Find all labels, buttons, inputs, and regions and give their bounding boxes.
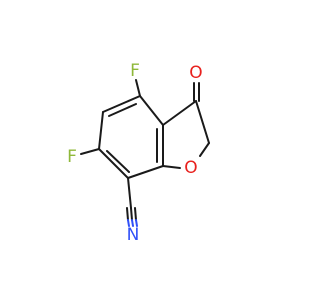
nitrile-nitrogen-label: N <box>127 225 140 245</box>
bond-c4-c5-inner <box>108 103 137 117</box>
bond-c3-c2 <box>195 100 210 144</box>
bond-c5-c6 <box>98 111 104 150</box>
bond-c2-o1 <box>199 142 210 157</box>
bond-c6-f <box>80 148 100 155</box>
ring-oxygen-label: O <box>184 158 197 178</box>
bond-c4-f <box>135 79 141 97</box>
fluorine-top-label: F <box>130 61 140 81</box>
bond-c4-c5 <box>102 95 141 113</box>
bond-c3a-c3 <box>162 100 197 126</box>
bond-c6-c7 <box>98 148 129 179</box>
bond-c7-c7a <box>127 165 164 179</box>
bonds <box>80 79 210 209</box>
bond-o1-c7a <box>162 165 181 169</box>
fluorine-left-label: F <box>67 147 77 167</box>
bond-c6-c7-inner <box>106 150 130 173</box>
nitrile-triple-bond <box>126 207 138 227</box>
structure-diagram: F F O O N <box>67 61 210 245</box>
bond-c3a-c4 <box>139 95 164 126</box>
carbonyl-oxygen-label: O <box>189 63 202 83</box>
bond-c7-cnitrile <box>127 177 132 209</box>
molecule-canvas: F F O O N <box>67 61 210 245</box>
